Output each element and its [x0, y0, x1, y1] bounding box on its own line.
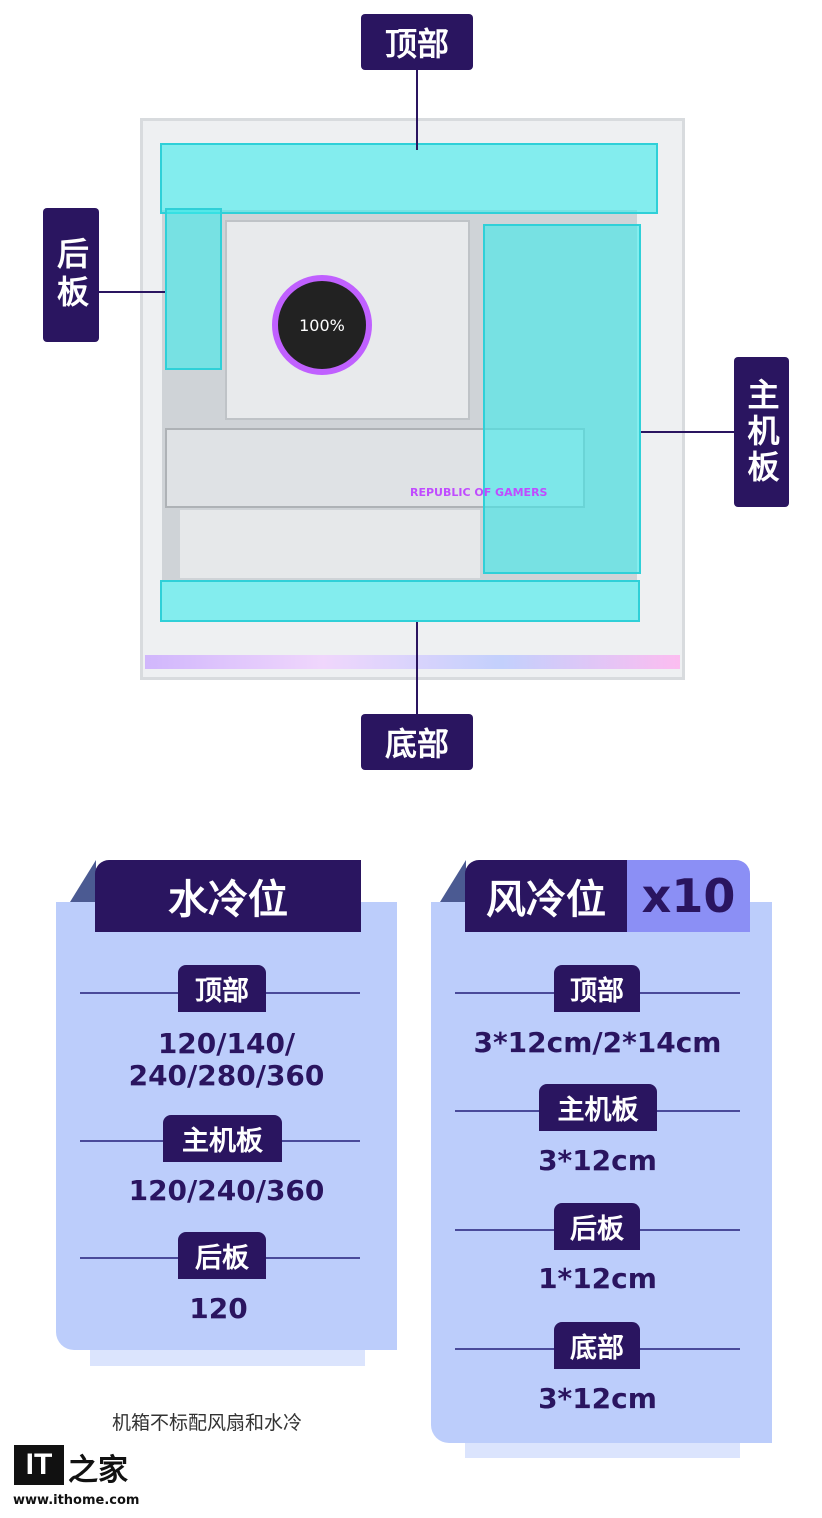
- label-top: 顶部: [361, 14, 473, 70]
- label-mainboard: 主机板: [734, 357, 789, 507]
- air-row-value: 1*12cm: [538, 1262, 657, 1295]
- top-radiator-zone: [160, 143, 658, 214]
- air-row-value: 3*12cm/2*14cm: [473, 1026, 722, 1059]
- gpu-brand: REPUBLIC OF GAMERS: [410, 486, 548, 499]
- water-header-fold: [70, 860, 96, 902]
- lower-board: [180, 510, 480, 578]
- air-row-label: 顶部: [554, 965, 640, 1012]
- label-rear: 后板: [43, 208, 99, 342]
- aio-pump-display: 100%: [272, 275, 372, 375]
- water-row-value: 120/140/ 240/280/360: [128, 1027, 325, 1092]
- air-fan-count: x10: [627, 860, 750, 932]
- leader-line-top: [416, 70, 418, 150]
- water-row-value: 120/240/360: [128, 1174, 325, 1207]
- footnote: 机箱不标配风扇和水冷: [112, 1412, 303, 1434]
- water-row-label: 后板: [178, 1232, 266, 1279]
- air-row-label: 底部: [554, 1322, 640, 1369]
- rear-radiator-zone: [165, 208, 222, 370]
- air-row-value: 3*12cm: [538, 1144, 657, 1177]
- leader-line-rear: [99, 291, 165, 293]
- leader-line-bottom: [416, 622, 418, 714]
- water-row-value: 120: [189, 1292, 248, 1325]
- air-header-fold: [440, 860, 466, 902]
- ithome-logo-text: 之家: [68, 1453, 128, 1488]
- rgb-light-strip: [145, 655, 680, 669]
- air-row-label: 后板: [554, 1203, 640, 1250]
- bottom-radiator-zone: [160, 580, 640, 622]
- air-card-title: 风冷位: [465, 860, 627, 932]
- air-row-label: 主机板: [539, 1084, 657, 1131]
- water-card-title: 水冷位: [95, 860, 361, 932]
- mainboard-radiator-zone: [483, 224, 641, 574]
- water-row-label: 主机板: [163, 1115, 282, 1162]
- water-row-label: 顶部: [178, 965, 266, 1012]
- label-bottom: 底部: [361, 714, 473, 770]
- ithome-logo: IT: [14, 1445, 64, 1485]
- leader-line-mainboard: [641, 431, 734, 433]
- air-row-value: 3*12cm: [538, 1382, 657, 1415]
- ithome-url: www.ithome.com: [13, 1493, 140, 1508]
